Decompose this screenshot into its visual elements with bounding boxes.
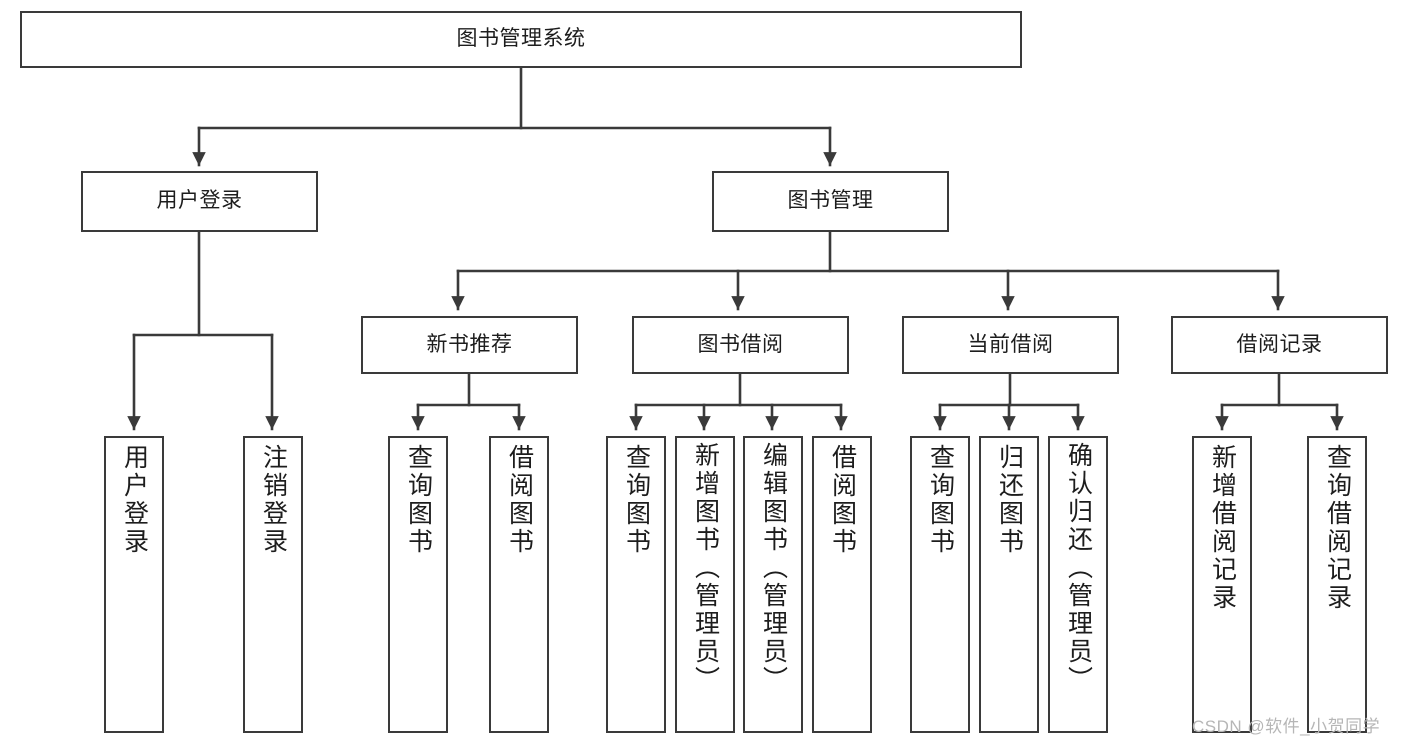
node-book-management-label: 图书管理: [787, 189, 874, 213]
leaf-current-confirm-return-admin-label: 确认归还（管理员）: [1064, 442, 1093, 694]
leaf-user-login-label: 用户登录: [120, 444, 149, 556]
node-book-borrow-label: 图书借阅: [697, 332, 784, 356]
leaf-newbook-query-book[interactable]: 查询图书: [388, 436, 448, 733]
leaf-current-return-book-label: 归还图书: [995, 444, 1024, 556]
leaf-borrow-add-book-admin[interactable]: 新增图书（管理员）: [675, 436, 735, 733]
leaf-borrow-query-book[interactable]: 查询图书: [606, 436, 666, 733]
node-current-borrow[interactable]: 当前借阅: [902, 316, 1119, 374]
leaf-record-add-record[interactable]: 新增借阅记录: [1192, 436, 1252, 733]
node-new-book-recommend[interactable]: 新书推荐: [361, 316, 578, 374]
leaf-user-login[interactable]: 用户登录: [104, 436, 164, 733]
node-borrow-record-label: 借阅记录: [1236, 332, 1323, 356]
node-borrow-record[interactable]: 借阅记录: [1171, 316, 1388, 374]
node-user-login[interactable]: 用户登录: [81, 171, 318, 232]
node-root[interactable]: 图书管理系统: [20, 11, 1022, 68]
leaf-newbook-borrow-book[interactable]: 借阅图书: [489, 436, 549, 733]
node-new-book-recommend-label: 新书推荐: [426, 332, 513, 356]
leaf-borrow-borrow-book-label: 借阅图书: [828, 444, 857, 556]
leaf-borrow-edit-book-admin[interactable]: 编辑图书（管理员）: [743, 436, 803, 733]
leaf-record-query-record[interactable]: 查询借阅记录: [1307, 436, 1367, 733]
leaf-borrow-query-book-label: 查询图书: [622, 444, 651, 556]
leaf-record-add-record-label: 新增借阅记录: [1208, 444, 1237, 612]
leaf-current-confirm-return-admin[interactable]: 确认归还（管理员）: [1048, 436, 1108, 733]
leaf-logout[interactable]: 注销登录: [243, 436, 303, 733]
leaf-borrow-borrow-book[interactable]: 借阅图书: [812, 436, 872, 733]
leaf-current-query-book[interactable]: 查询图书: [910, 436, 970, 733]
leaf-newbook-query-book-label: 查询图书: [404, 444, 433, 556]
node-book-management[interactable]: 图书管理: [712, 171, 949, 232]
leaf-record-query-record-label: 查询借阅记录: [1323, 444, 1352, 612]
node-root-label: 图书管理系统: [456, 27, 586, 51]
leaf-logout-label: 注销登录: [259, 444, 288, 556]
leaf-current-return-book[interactable]: 归还图书: [979, 436, 1039, 733]
node-book-borrow[interactable]: 图书借阅: [632, 316, 849, 374]
leaf-current-query-book-label: 查询图书: [926, 444, 955, 556]
csdn-watermark: CSDN @软件_小贺同学: [1192, 717, 1381, 736]
leaf-borrow-add-book-admin-label: 新增图书（管理员）: [691, 442, 720, 694]
node-current-borrow-label: 当前借阅: [967, 332, 1054, 356]
leaf-newbook-borrow-book-label: 借阅图书: [505, 444, 534, 556]
leaf-borrow-edit-book-admin-label: 编辑图书（管理员）: [759, 442, 788, 694]
node-user-login-label: 用户登录: [156, 189, 243, 213]
